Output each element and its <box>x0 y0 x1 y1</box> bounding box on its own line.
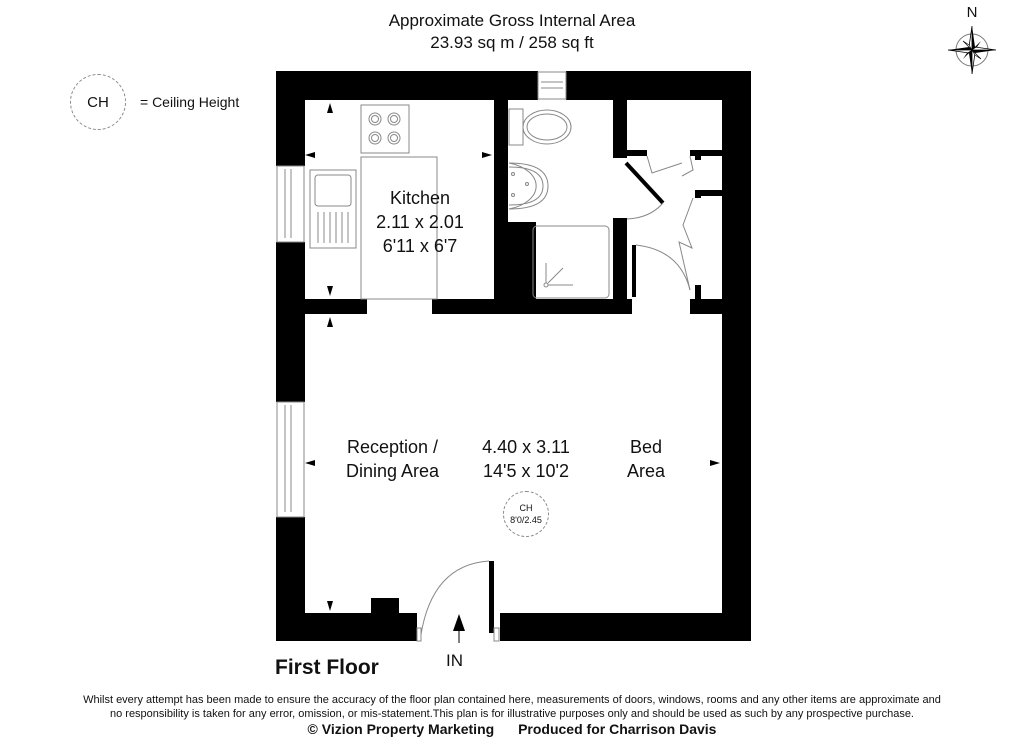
doors <box>416 155 694 642</box>
bed-area-name-1: Bed <box>629 437 663 457</box>
windows <box>276 71 567 518</box>
reception-name-2: Dining Area <box>345 461 440 481</box>
gross-area-title: Approximate Gross Internal Area 23.93 sq… <box>0 10 1024 54</box>
floor-name: First Floor <box>275 656 379 679</box>
walls <box>276 71 751 641</box>
kitchen-name: Kitchen <box>389 188 451 208</box>
shower-tray <box>532 225 610 299</box>
basin <box>508 162 537 210</box>
reception-label: Reception / Dining Area <box>325 435 460 483</box>
disclaimer: Whilst every attempt has been made to en… <box>0 693 1024 721</box>
sink <box>309 169 357 249</box>
ceiling-height-symbol: CH <box>70 74 126 130</box>
reception-imperial: 14'5 x 10'2 <box>483 461 569 481</box>
bathroom-door <box>624 161 665 205</box>
title-line-1: Approximate Gross Internal Area <box>388 11 636 30</box>
title-line-2: 23.93 sq m / 258 sq ft <box>430 33 594 52</box>
kitchen-fixtures <box>309 104 438 300</box>
entrance-arrow <box>453 614 465 643</box>
credits: © Vizion Property Marketing Produced for… <box>0 721 1024 737</box>
worktop <box>360 156 438 300</box>
ceiling-height-badge-symbol: CH <box>519 503 533 513</box>
disclaimer-line-2: no responsibility is taken for any error… <box>109 708 914 720</box>
reception-name-1: Reception / <box>346 437 439 457</box>
entrance-label: IN <box>446 651 463 670</box>
bed-area-label: Bed Area <box>611 435 681 483</box>
ceiling-height-badge-value: 8'0/2.45 <box>510 515 542 525</box>
reception-metric: 4.40 x 3.11 <box>482 437 570 457</box>
entrance-door <box>489 561 494 633</box>
toilet-cistern <box>508 108 524 146</box>
compass-north-label: N <box>966 4 978 21</box>
hob <box>360 104 410 154</box>
entrance-arrow-icon <box>453 614 465 631</box>
reception-dimensions: 4.40 x 3.11 14'5 x 10'2 <box>466 435 586 483</box>
toilet-bowl <box>522 109 572 145</box>
kitchen-metric: 2.11 x 2.01 <box>376 212 464 232</box>
bathroom-fixtures <box>508 108 610 299</box>
compass-rose-icon <box>947 25 997 75</box>
kitchen-label: Kitchen 2.11 x 2.01 6'11 x 6'7 <box>360 186 480 258</box>
produced-for: Produced for Charrison Davis <box>518 721 717 737</box>
dimension-markers <box>305 103 720 611</box>
ceiling-height-badge: CH 8'0/2.45 <box>503 491 549 537</box>
ceiling-height-legend-text: = Ceiling Height <box>140 94 240 110</box>
compass: N <box>944 4 1000 76</box>
bed-area-name-2: Area <box>626 461 666 481</box>
copyright: © Vizion Property Marketing <box>307 721 495 737</box>
disclaimer-line-1: Whilst every attempt has been made to en… <box>83 694 941 706</box>
ceiling-height-legend: CH = Ceiling Height <box>70 74 239 130</box>
kitchen-imperial: 6'11 x 6'7 <box>382 236 458 256</box>
